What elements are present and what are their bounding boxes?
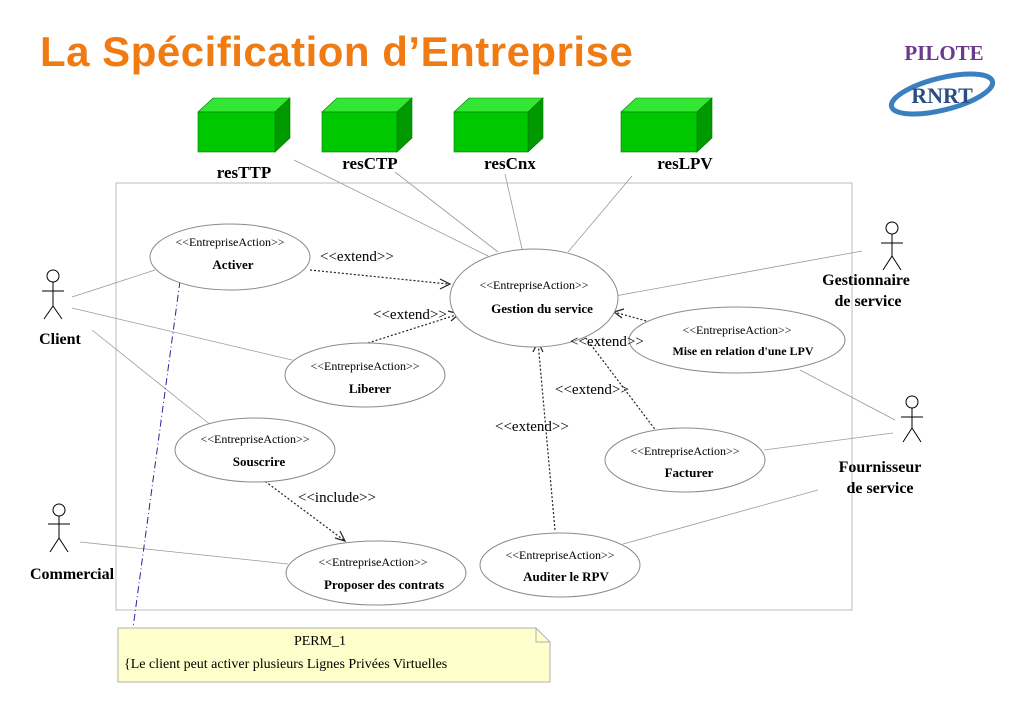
logo-ring-text: RNRT <box>911 83 973 108</box>
usecase-activer <box>149 223 311 291</box>
actor-client-figure <box>42 269 64 320</box>
assoc-client-activer <box>71 269 156 298</box>
usecase-souscrire-stereotype: <<EntrepriseAction>> <box>200 432 309 446</box>
node-res-ctp <box>321 97 413 153</box>
usecase-facturer <box>604 427 766 493</box>
actor-fournisseur-label-line2: de service <box>846 480 913 497</box>
label-extend-liberer: <<extend>> <box>373 307 447 323</box>
usecase-souscrire-name: Souscrire <box>233 454 286 469</box>
actor-gestionnaire-figure <box>881 221 903 271</box>
usecase-activer-stereotype: <<EntrepriseAction>> <box>175 235 284 249</box>
assoc-fournisseur-mise <box>799 369 896 421</box>
dep-auditer-gestion <box>537 341 556 531</box>
logo-top-text: PILOTE <box>904 41 983 65</box>
label-extend-auditer: <<extend>> <box>495 419 569 435</box>
note-title: PERM_1 <box>294 634 346 649</box>
label-extend-facturer: <<extend>> <box>555 382 629 398</box>
usecase-facturer-stereotype: <<EntrepriseAction>> <box>630 444 739 458</box>
actor-fournisseur-figure <box>901 395 923 443</box>
usecase-auditer <box>479 532 641 598</box>
assoc-fournisseur-facturer <box>763 432 894 451</box>
usecase-souscrire <box>174 417 336 483</box>
usecase-proposer-stereotype: <<EntrepriseAction>> <box>318 555 427 569</box>
dep-facturer-gestion <box>581 332 658 433</box>
usecase-liberer-stereotype: <<EntrepriseAction>> <box>310 359 419 373</box>
actor-fournisseur-label-line1: Fournisseur <box>839 459 922 476</box>
slide-title: La Spécification d’Entreprise <box>40 28 634 75</box>
actor-gestionnaire-label-line1: Gestionnaire <box>822 272 910 289</box>
usecase-auditer-name: Auditer le RPV <box>523 569 609 584</box>
constraint-line <box>132 280 181 629</box>
pilote-logo: PILOTE RNRT <box>888 41 996 117</box>
actor-commercial-figure <box>48 503 70 553</box>
node-label-res-lpv: resLPV <box>657 154 713 173</box>
dep-mise-gestion <box>613 311 651 323</box>
actor-client-label: Client <box>39 331 81 348</box>
association-lines <box>71 159 896 565</box>
usecase-liberer <box>284 342 446 408</box>
actor-gestionnaire-label-line2: de service <box>834 293 901 310</box>
usecase-mise-name: Mise en relation d'une LPV <box>672 344 813 358</box>
dep-activer-gestion <box>309 269 449 285</box>
label-extend-mise: <<extend>> <box>570 334 644 350</box>
logo-ring <box>888 71 996 117</box>
assoc-commercial-proposer <box>79 541 289 565</box>
assoc-gestionnaire-gestion <box>614 250 863 297</box>
node-label-res-ttp: resTTP <box>217 163 271 182</box>
assoc-client-souscrire <box>91 329 213 427</box>
usecase-mise-stereotype: <<EntrepriseAction>> <box>682 323 791 337</box>
assoc-fournisseur-auditer <box>622 489 819 545</box>
usecase-facturer-name: Facturer <box>665 465 714 480</box>
usecase-auditer-stereotype: <<EntrepriseAction>> <box>505 548 614 562</box>
system-boundary <box>115 182 853 611</box>
node-res-lpv <box>620 97 713 153</box>
constraint-note: PERM_1 {Le client peut activer plusieurs… <box>117 627 551 683</box>
usecase-mise-en-relation <box>628 306 846 374</box>
usecase-gestion <box>449 248 619 348</box>
note-text: {Le client peut activer plusieurs Lignes… <box>124 657 447 672</box>
assoc-cnx-gestion <box>504 173 523 250</box>
dep-souscrire-proposer-arrow <box>334 530 347 542</box>
label-extend-activer: <<extend>> <box>320 249 394 265</box>
label-include-proposer: <<include>> <box>298 490 376 506</box>
assoc-ctp-gestion <box>394 171 499 253</box>
assoc-lpv-gestion <box>567 175 633 253</box>
node-label-res-cnx: resCnx <box>484 154 536 173</box>
usecase-gestion-name: Gestion du service <box>491 301 593 316</box>
usecase-liberer-name: Liberer <box>349 381 392 396</box>
node-res-cnx <box>453 97 544 153</box>
assoc-ttp-gestion <box>293 159 489 257</box>
assoc-client-liberer <box>71 307 293 361</box>
dep-souscrire-proposer <box>261 478 346 542</box>
usecase-activer-name: Activer <box>212 257 253 272</box>
usecase-proposer-name: Proposer des contrats <box>324 577 444 592</box>
dep-activer-gestion-arrow <box>439 278 452 290</box>
node-res-ttp <box>197 97 291 153</box>
usecase-gestion-stereotype: <<EntrepriseAction>> <box>479 278 588 292</box>
actor-commercial-label: Commercial <box>30 566 115 583</box>
node-label-res-ctp: resCTP <box>342 154 397 173</box>
usecase-proposer <box>285 540 467 606</box>
